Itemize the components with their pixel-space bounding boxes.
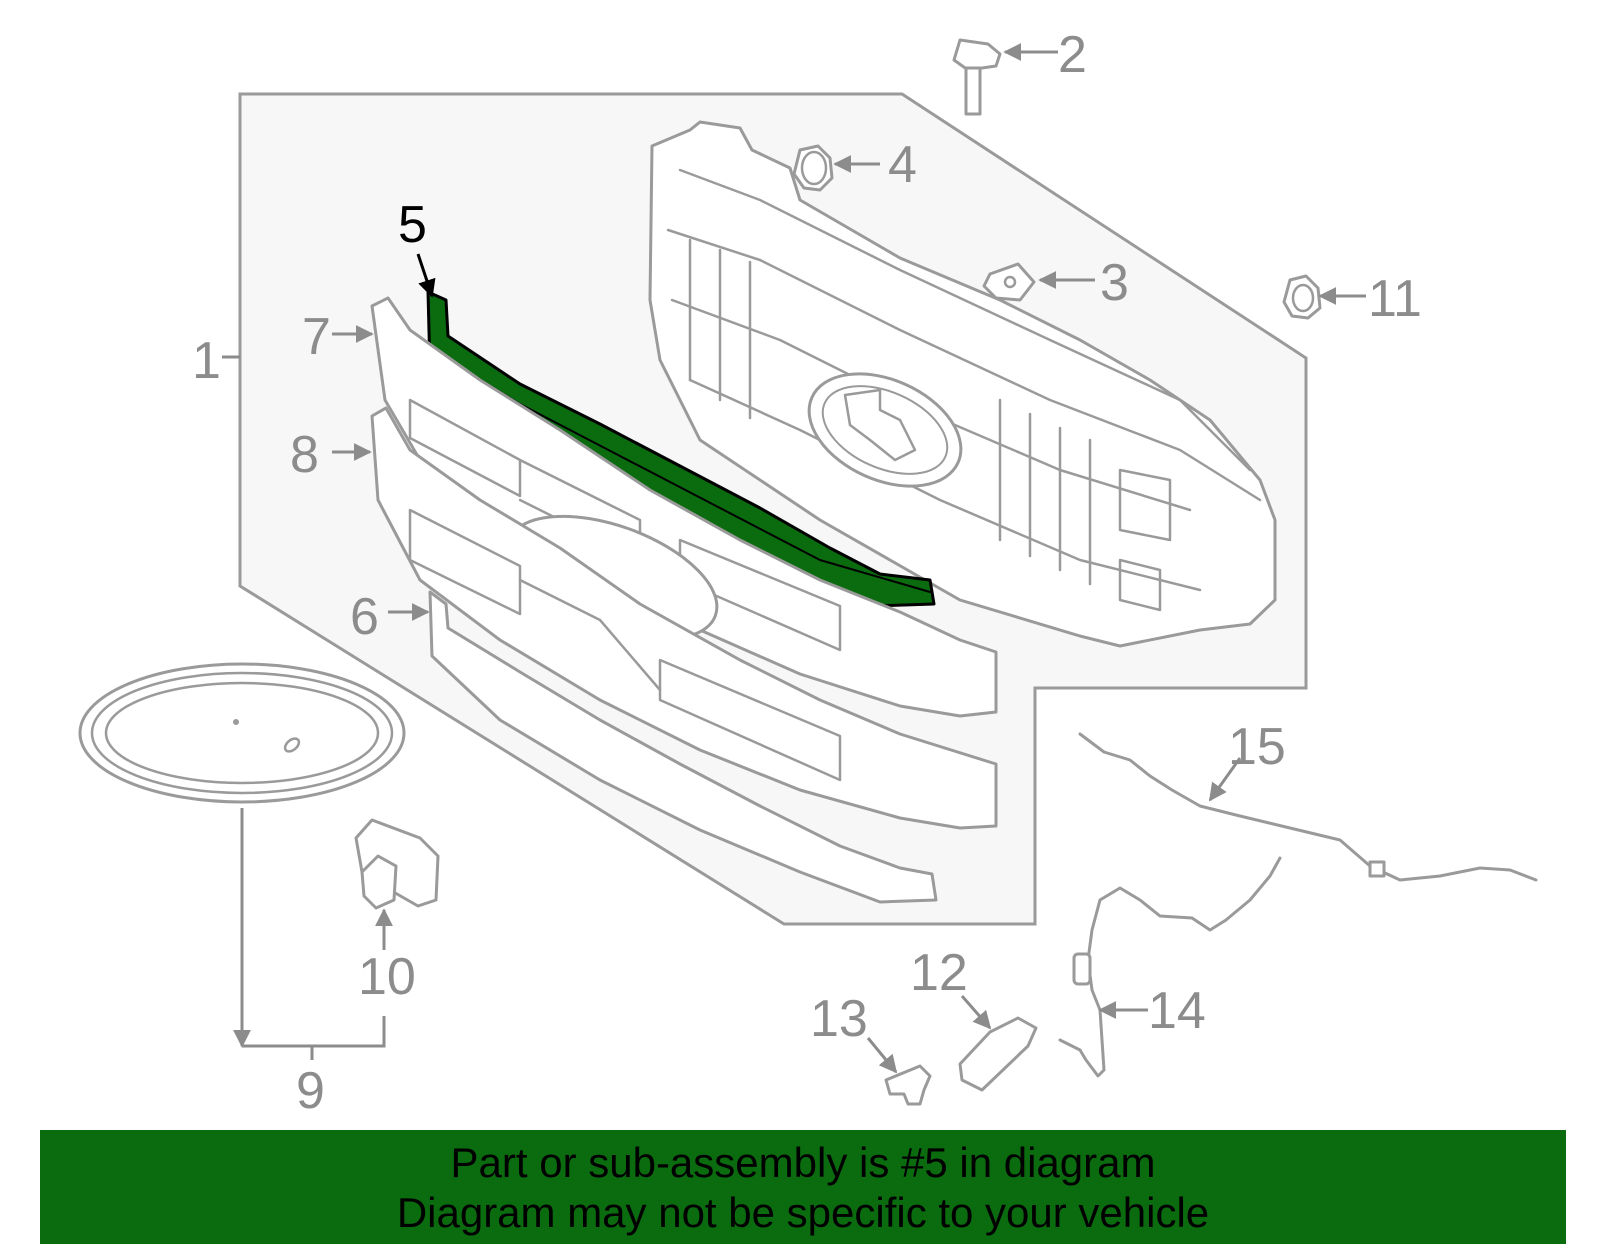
leader-5 — [416, 253, 436, 298]
grille-main — [648, 120, 1277, 648]
label-11: 11 — [1368, 270, 1422, 328]
part-14-wiring-harness — [1058, 856, 1282, 1078]
part-11-nut — [1282, 274, 1322, 320]
leader-13 — [866, 1037, 898, 1074]
info-banner: Part or sub-assembly is #5 in diagram Di… — [40, 1130, 1566, 1244]
label-2: 2 — [1058, 26, 1087, 84]
part-3-clip — [982, 262, 1036, 302]
label-7: 7 — [302, 308, 331, 366]
part-15-wiring-harness — [1078, 732, 1538, 882]
label-13: 13 — [810, 990, 868, 1048]
label-14: 14 — [1148, 982, 1206, 1040]
part-13-bracket — [884, 1064, 932, 1106]
label-9: 9 — [296, 1062, 325, 1120]
part-2-bolt — [952, 38, 1002, 116]
part-10-camera — [354, 818, 440, 910]
label-1: 1 — [192, 332, 221, 390]
leader-9 — [242, 808, 386, 1060]
label-15: 15 — [1228, 718, 1286, 776]
leader-12 — [960, 995, 992, 1030]
label-5: 5 — [398, 196, 427, 254]
banner-line-2: Diagram may not be specific to your vehi… — [396, 1189, 1210, 1236]
label-3: 3 — [1100, 254, 1129, 312]
label-10: 10 — [358, 948, 416, 1006]
label-6: 6 — [350, 588, 379, 646]
label-8: 8 — [290, 426, 319, 484]
part-6-lower-strip — [428, 590, 938, 904]
label-4: 4 — [888, 136, 917, 194]
part-4-nut — [792, 144, 834, 192]
part-12-sensor — [958, 1016, 1038, 1092]
part-9-emblem — [78, 662, 406, 804]
leader-15 — [1208, 757, 1242, 802]
banner-line-1: Part or sub-assembly is #5 in diagram — [450, 1139, 1156, 1186]
part-8-grille-insert — [370, 406, 998, 830]
label-12: 12 — [910, 944, 968, 1002]
